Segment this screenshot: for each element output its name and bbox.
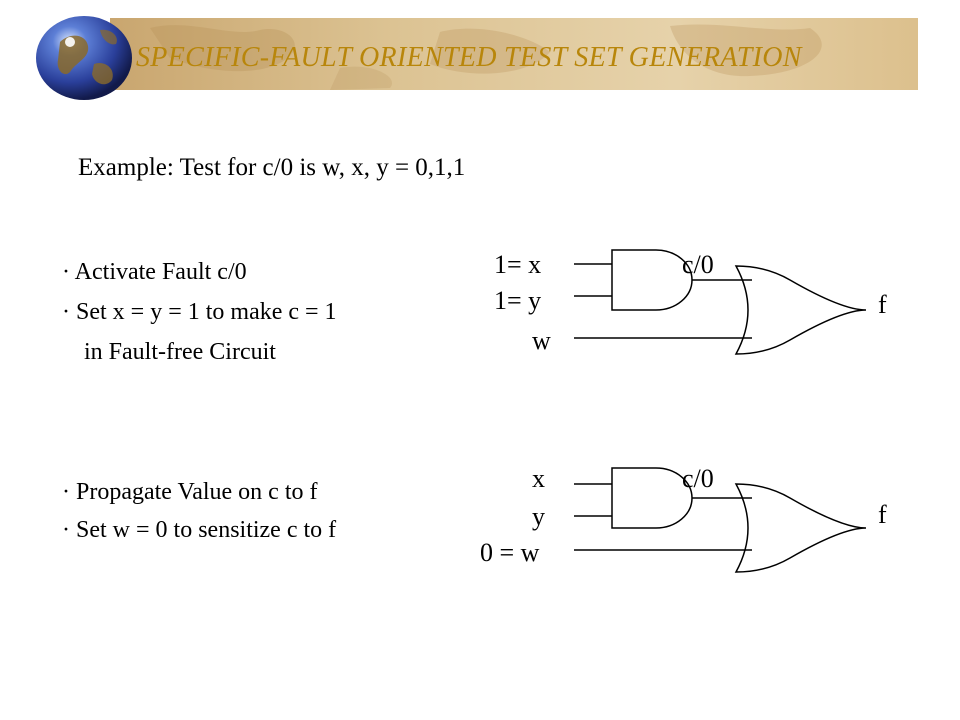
set-xy-bullet: · Set x = y = 1 to make c = 1 bbox=[62, 299, 337, 325]
activate-fault-bullet: · Activate Fault c/0 bbox=[62, 259, 247, 285]
x-input-label-2: x bbox=[532, 464, 545, 493]
and-gate-1 bbox=[611, 249, 693, 311]
output-label-2: f bbox=[878, 500, 887, 529]
w-input-label-2: 0 = w bbox=[480, 538, 540, 567]
sensitize-bullet: · Set w = 0 to sensitize c to f bbox=[62, 517, 337, 543]
fault-free-text: in Fault-free Circuit bbox=[84, 339, 276, 365]
example-text: Example: Test for c/0 is w, x, y = 0,1,1 bbox=[78, 154, 466, 181]
world-map-texture bbox=[150, 24, 822, 90]
y-input-label-2: y bbox=[532, 502, 545, 531]
w-input-label-1: w bbox=[532, 326, 551, 355]
fault-label-2: c/0 bbox=[682, 464, 714, 493]
output-label-1: f bbox=[878, 290, 887, 319]
circuit-2 bbox=[574, 467, 867, 573]
globe-icon bbox=[36, 16, 132, 100]
and-gate-2 bbox=[611, 467, 693, 529]
y-input-label-1: 1= y bbox=[494, 286, 542, 315]
or-gate-2 bbox=[734, 483, 867, 573]
title-banner bbox=[110, 18, 918, 90]
circuit-1 bbox=[574, 249, 867, 355]
or-gate-1 bbox=[734, 265, 867, 355]
slide-title: SPECIFIC-FAULT ORIENTED TEST SET GENERAT… bbox=[136, 42, 802, 73]
fault-label-1: c/0 bbox=[682, 250, 714, 279]
x-input-label-1: 1= x bbox=[494, 250, 542, 279]
propagate-bullet: · Propagate Value on c to f bbox=[62, 479, 318, 505]
